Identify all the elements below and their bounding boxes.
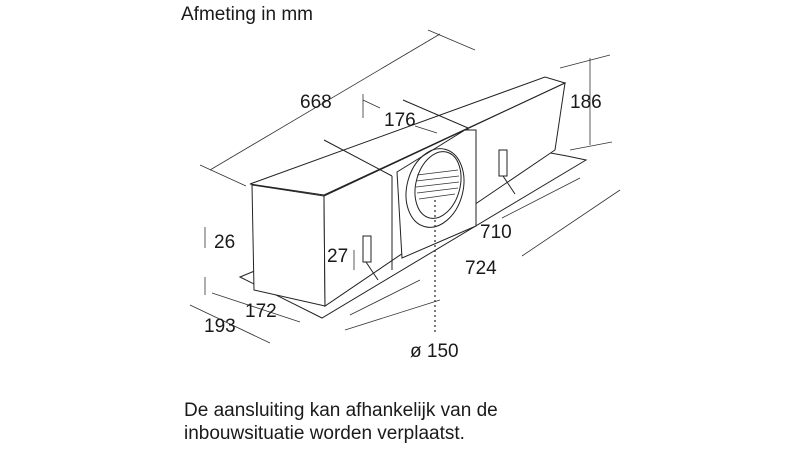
box-front xyxy=(251,184,326,307)
mounting-brackets xyxy=(362,149,516,281)
dim-outer-depth: 193 xyxy=(204,316,236,337)
dim-flange-top: 26 xyxy=(214,232,235,253)
diagram-title: Afmeting in mm xyxy=(181,4,313,25)
dim-outlet-offset: 176 xyxy=(384,110,416,131)
dim-inner-depth: 172 xyxy=(245,301,277,322)
dim-length-top: 668 xyxy=(300,92,332,113)
dim-height: 186 xyxy=(570,92,602,113)
dim-outer-length: 724 xyxy=(465,258,497,279)
outlet-circle xyxy=(405,148,465,228)
note-line-2: inbouwsituatie worden verplaatst. xyxy=(184,423,465,444)
note-line-1: De aansluiting kan afhankelijk van de xyxy=(184,400,498,421)
installation-note: De aansluiting kan afhankelijk van de in… xyxy=(184,399,498,445)
dim-outlet-diameter: ø 150 xyxy=(410,341,459,362)
dim-inner-length: 710 xyxy=(480,222,512,243)
dim-flange-side: 27 xyxy=(327,246,348,267)
